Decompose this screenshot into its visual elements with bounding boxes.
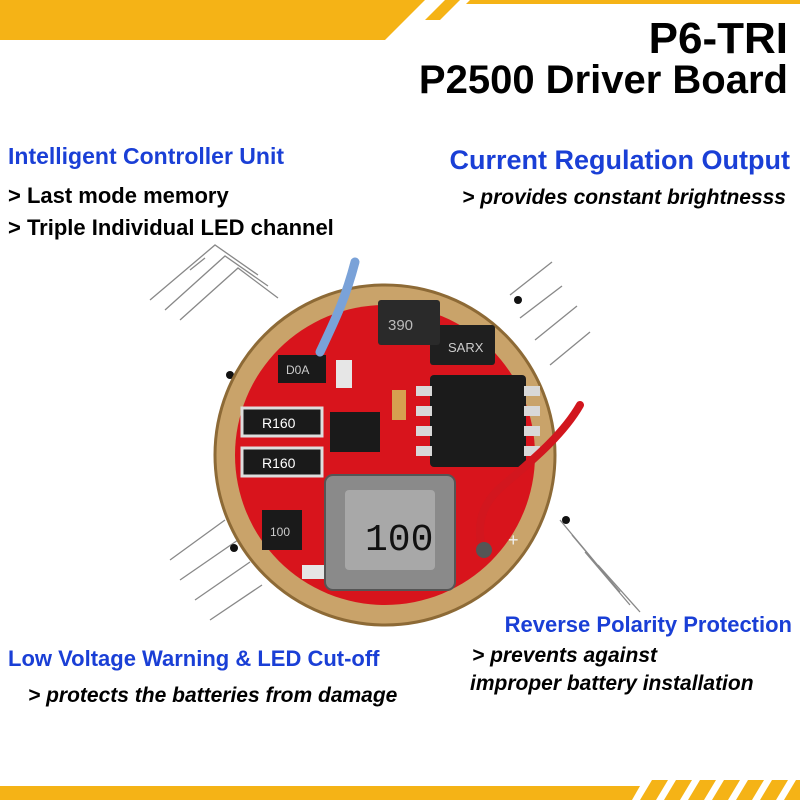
inductor: 100 — [324, 474, 456, 591]
reverse-point-2: improper battery installation — [470, 672, 754, 695]
low-voltage-heading: Low Voltage Warning & LED Cut-off — [8, 646, 380, 671]
regulation-heading: Current Regulation Output — [449, 145, 790, 175]
transistor-top — [278, 355, 326, 383]
blue-wire — [315, 257, 360, 357]
red-wire — [475, 401, 584, 552]
regulation-point-1: > provides constant brightnesss — [462, 186, 786, 209]
small-ic-label: SARX — [448, 340, 484, 355]
diode — [378, 300, 440, 345]
controller-heading: Intelligent Controller Unit — [8, 143, 284, 169]
product-model: P6-TRI — [648, 14, 788, 63]
driver-chip — [330, 412, 380, 452]
transistor-bottom — [262, 510, 302, 550]
reverse-heading: Reverse Polarity Protection — [504, 612, 792, 637]
plus-marking: + — [508, 530, 519, 550]
small-ic — [430, 325, 495, 365]
transistor-bottom-label: 100 — [270, 525, 290, 539]
resistor-1: R160 — [240, 406, 324, 438]
top-banner — [0, 0, 800, 40]
resistor-1-label: R160 — [262, 415, 296, 431]
transistor-top-label: D0A — [286, 363, 309, 377]
leader-lines — [149, 244, 641, 621]
controller-point-1: > Last mode memory — [8, 183, 229, 208]
product-subtitle: P2500 Driver Board — [418, 58, 788, 102]
diode-label: 390 — [388, 317, 413, 334]
controller-point-2: > Triple Individual LED channel — [8, 215, 334, 240]
main-ic — [416, 375, 540, 467]
inductor-label: 100 — [365, 519, 433, 562]
resistor-2-label: R160 — [262, 455, 296, 471]
low-voltage-point-1: > protects the batteries from damage — [28, 684, 398, 707]
reverse-point-1: > prevents against — [472, 644, 657, 667]
resistor-2: R160 — [240, 446, 324, 478]
bottom-banner — [0, 780, 800, 800]
